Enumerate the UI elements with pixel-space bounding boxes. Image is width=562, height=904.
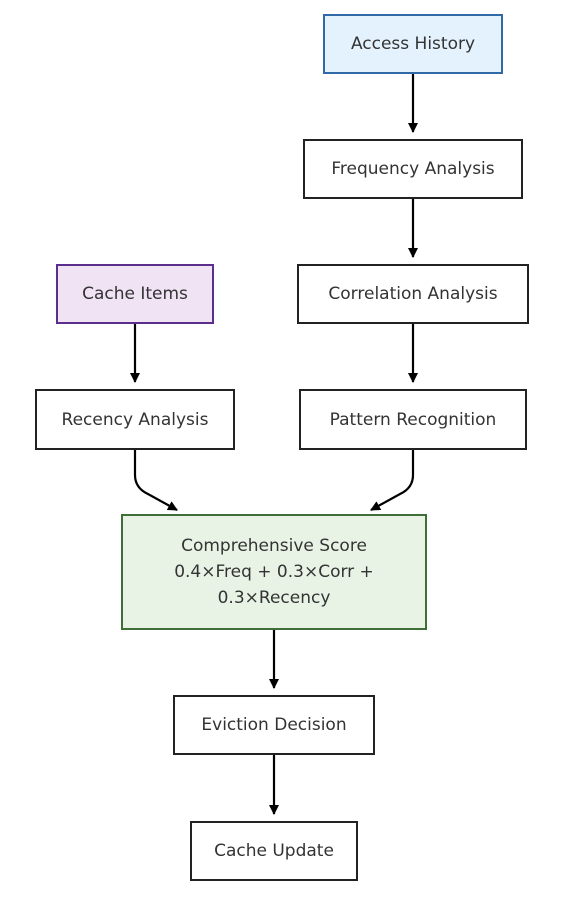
node-pattern-recognition: Pattern Recognition (299, 389, 527, 450)
node-frequency-analysis-label: Frequency Analysis (331, 159, 495, 179)
node-eviction-decision: Eviction Decision (173, 695, 375, 755)
node-score-line2: 0.4×Freq + 0.3×Corr + (174, 562, 374, 582)
node-comprehensive-score: Comprehensive Score 0.4×Freq + 0.3×Corr … (121, 514, 427, 630)
node-cache-update-label: Cache Update (214, 841, 334, 861)
node-correlation-analysis: Correlation Analysis (297, 264, 529, 324)
node-cache-items-label: Cache Items (82, 284, 188, 304)
node-pattern-recognition-label: Pattern Recognition (329, 409, 497, 430)
node-eviction-decision-label: Eviction Decision (201, 715, 347, 735)
node-score-line3: 0.3×Recency (217, 588, 331, 608)
node-frequency-analysis: Frequency Analysis (303, 139, 523, 199)
node-access-history: Access History (323, 14, 503, 74)
node-cache-items: Cache Items (56, 264, 214, 324)
edge-pattern-to-score (370, 450, 415, 511)
node-correlation-analysis-label: Correlation Analysis (328, 284, 498, 304)
edge-recency-to-score (133, 450, 178, 511)
node-access-history-label: Access History (350, 34, 476, 54)
node-cache-update: Cache Update (190, 821, 358, 881)
node-recency-analysis-label: Recency Analysis (61, 409, 209, 430)
node-score-line1: Comprehensive Score (181, 536, 367, 556)
node-recency-analysis: Recency Analysis (35, 389, 235, 450)
